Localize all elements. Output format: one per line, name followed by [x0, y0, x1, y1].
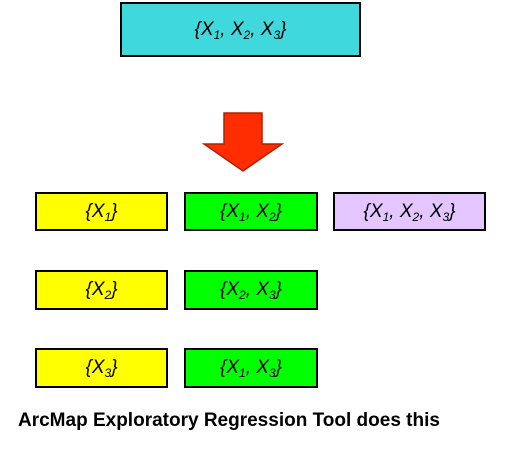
combination-box-x1-x2-x3: {X1, X2, X3} — [333, 192, 486, 231]
set-label: {X1, X3} — [219, 357, 283, 380]
set-label: {X1, X2, X3} — [363, 200, 456, 224]
combination-box-x2-x3: {X2, X3} — [184, 270, 318, 310]
combination-box-x1-x3: {X1, X3} — [184, 348, 318, 388]
set-label: {X3} — [85, 357, 118, 380]
caption: ArcMap Exploratory Regression Tool does … — [18, 410, 440, 431]
set-label: {X1, X2} — [219, 200, 283, 224]
down-arrow-icon — [202, 112, 284, 172]
set-label: {X2, X3} — [219, 279, 283, 302]
set-label: {X2} — [85, 279, 118, 302]
combination-box-x1: {X1} — [35, 192, 168, 231]
set-label: {X1} — [85, 200, 118, 224]
source-variable-set: {X1, X2, X3} — [120, 2, 361, 57]
combination-box-x3: {X3} — [35, 348, 168, 388]
set-label: {X1, X2, X3} — [194, 18, 287, 42]
combination-box-x1-x2: {X1, X2} — [184, 192, 318, 231]
combination-box-x2: {X2} — [35, 270, 168, 310]
